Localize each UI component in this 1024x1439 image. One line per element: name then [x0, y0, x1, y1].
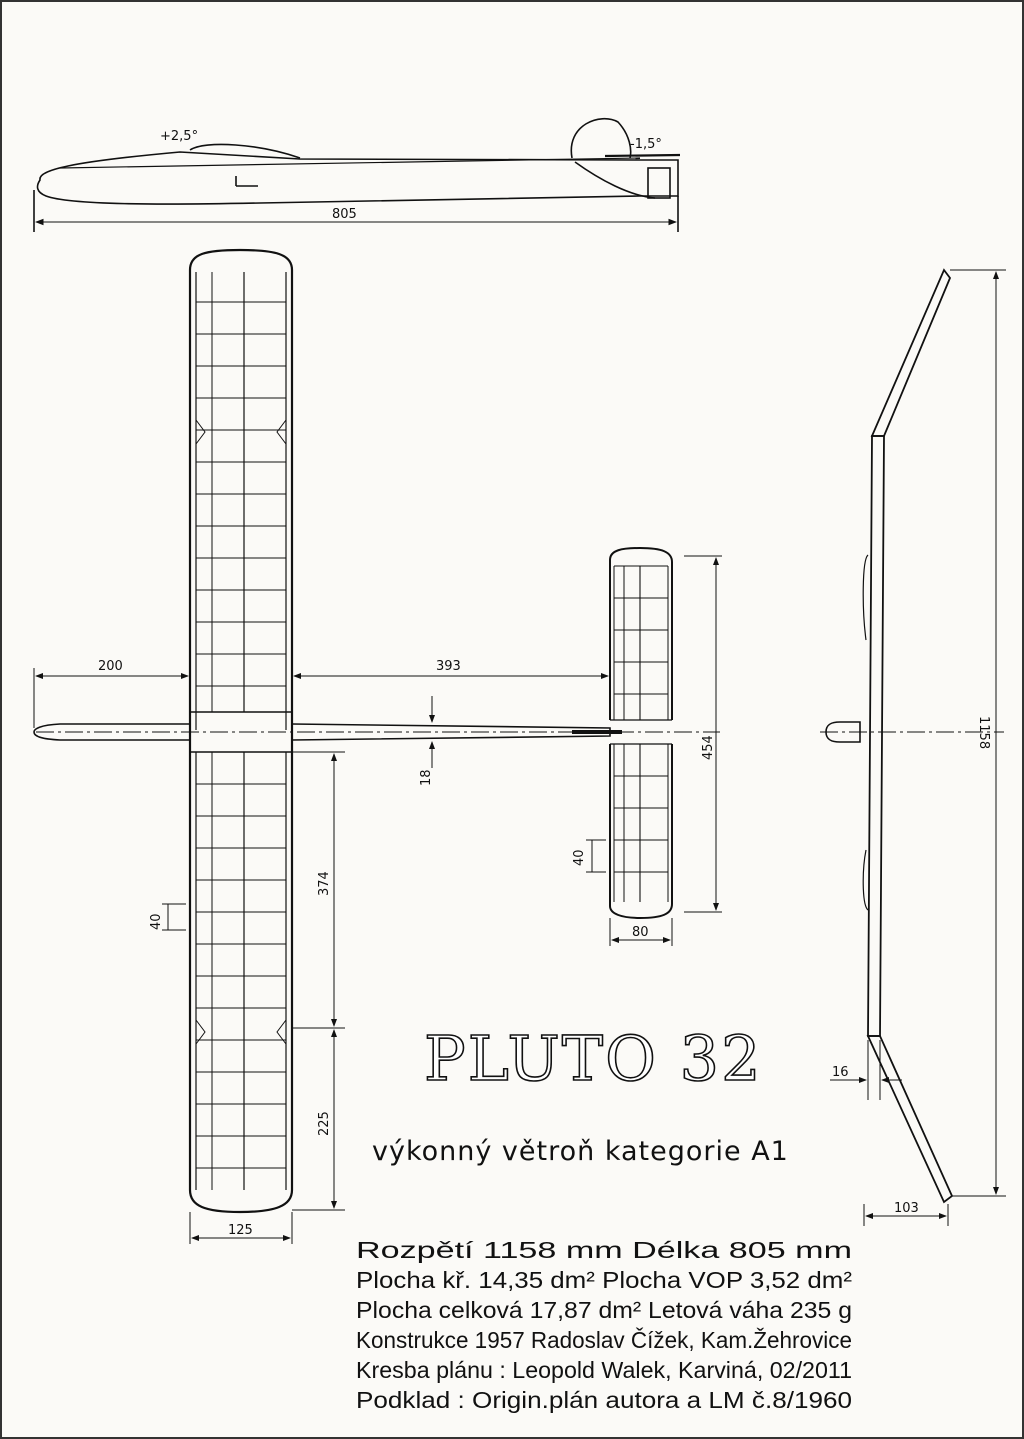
tail-lower-outline: [609, 744, 673, 920]
wing-rib-spacing-label: 40: [149, 913, 164, 930]
tail-distance-label: 393: [436, 659, 461, 674]
tail-rib-spacing-label: 40: [572, 849, 587, 866]
spec-line: Podklad : Origin.plán autora a LM č.8/19…: [356, 1387, 852, 1413]
wing-chord-label: 125: [228, 1223, 253, 1238]
side-view: [33, 117, 681, 232]
spec-line: Plocha celková 17,87 dm² Letová váha 235…: [356, 1297, 852, 1323]
spec-line: Kresba plánu : Leopold Walek, Karviná, 0…: [356, 1357, 852, 1383]
spec-line: Rozpětí 1158 mm Délka 805 mm: [356, 1237, 852, 1263]
tail-block: [647, 167, 671, 199]
wing-ribs: [196, 301, 286, 1169]
tailplane-side: [604, 153, 681, 158]
front-view: [820, 268, 1006, 1226]
wing-top-view: [188, 248, 294, 1214]
length-label: 805: [332, 207, 357, 222]
wing-panel-label: 374: [317, 871, 332, 896]
tail-upper-outline: [609, 546, 673, 720]
fuselage-side-outline: [36, 151, 679, 205]
fuselage-front-label: 16: [832, 1065, 849, 1080]
fin-outline: [570, 117, 632, 159]
plan-subtitle: výkonný větroň kategorie A1: [372, 1136, 789, 1167]
span-label: 1158: [976, 716, 991, 749]
tail-angle-label: -1,5°: [630, 137, 662, 152]
front-wing-center: [867, 435, 885, 1037]
wing-angle-label: +2,5°: [160, 129, 198, 144]
tail-chord-label: 80: [632, 925, 649, 940]
fuselage-nose: [33, 723, 190, 741]
front-wing-tip-lower: [866, 1035, 954, 1204]
tail-span-label: 454: [701, 735, 716, 760]
rear-fairing: [574, 161, 656, 199]
tailplane-top-view: [609, 546, 673, 920]
fuselage-top-view: [33, 723, 720, 741]
wing-tip-label: 225: [317, 1111, 332, 1136]
wing-lower-outline: [188, 730, 294, 1214]
plan-title: PLUTO 32: [424, 1022, 763, 1095]
spec-block: Rozpětí 1158 mm Délka 805 mm Plocha kř. …: [356, 1237, 852, 1413]
tail-ribs: [614, 565, 668, 873]
dihedral-height-label: 103: [894, 1201, 919, 1216]
wing-position-label: 200: [98, 659, 123, 674]
spec-line: Konstrukce 1957 Radoslav Čížek, Kam.Žehr…: [356, 1326, 852, 1353]
wing-saddle: [189, 143, 301, 159]
front-wing-tip-upper: [870, 268, 952, 437]
fuselage-width-label: 18: [419, 769, 434, 786]
wing-upper-outline: [188, 248, 294, 730]
spec-line: Plocha kř. 14,35 dm² Plocha VOP 3,52 dm²: [356, 1267, 852, 1293]
top-view-dimensions: [33, 555, 722, 1244]
